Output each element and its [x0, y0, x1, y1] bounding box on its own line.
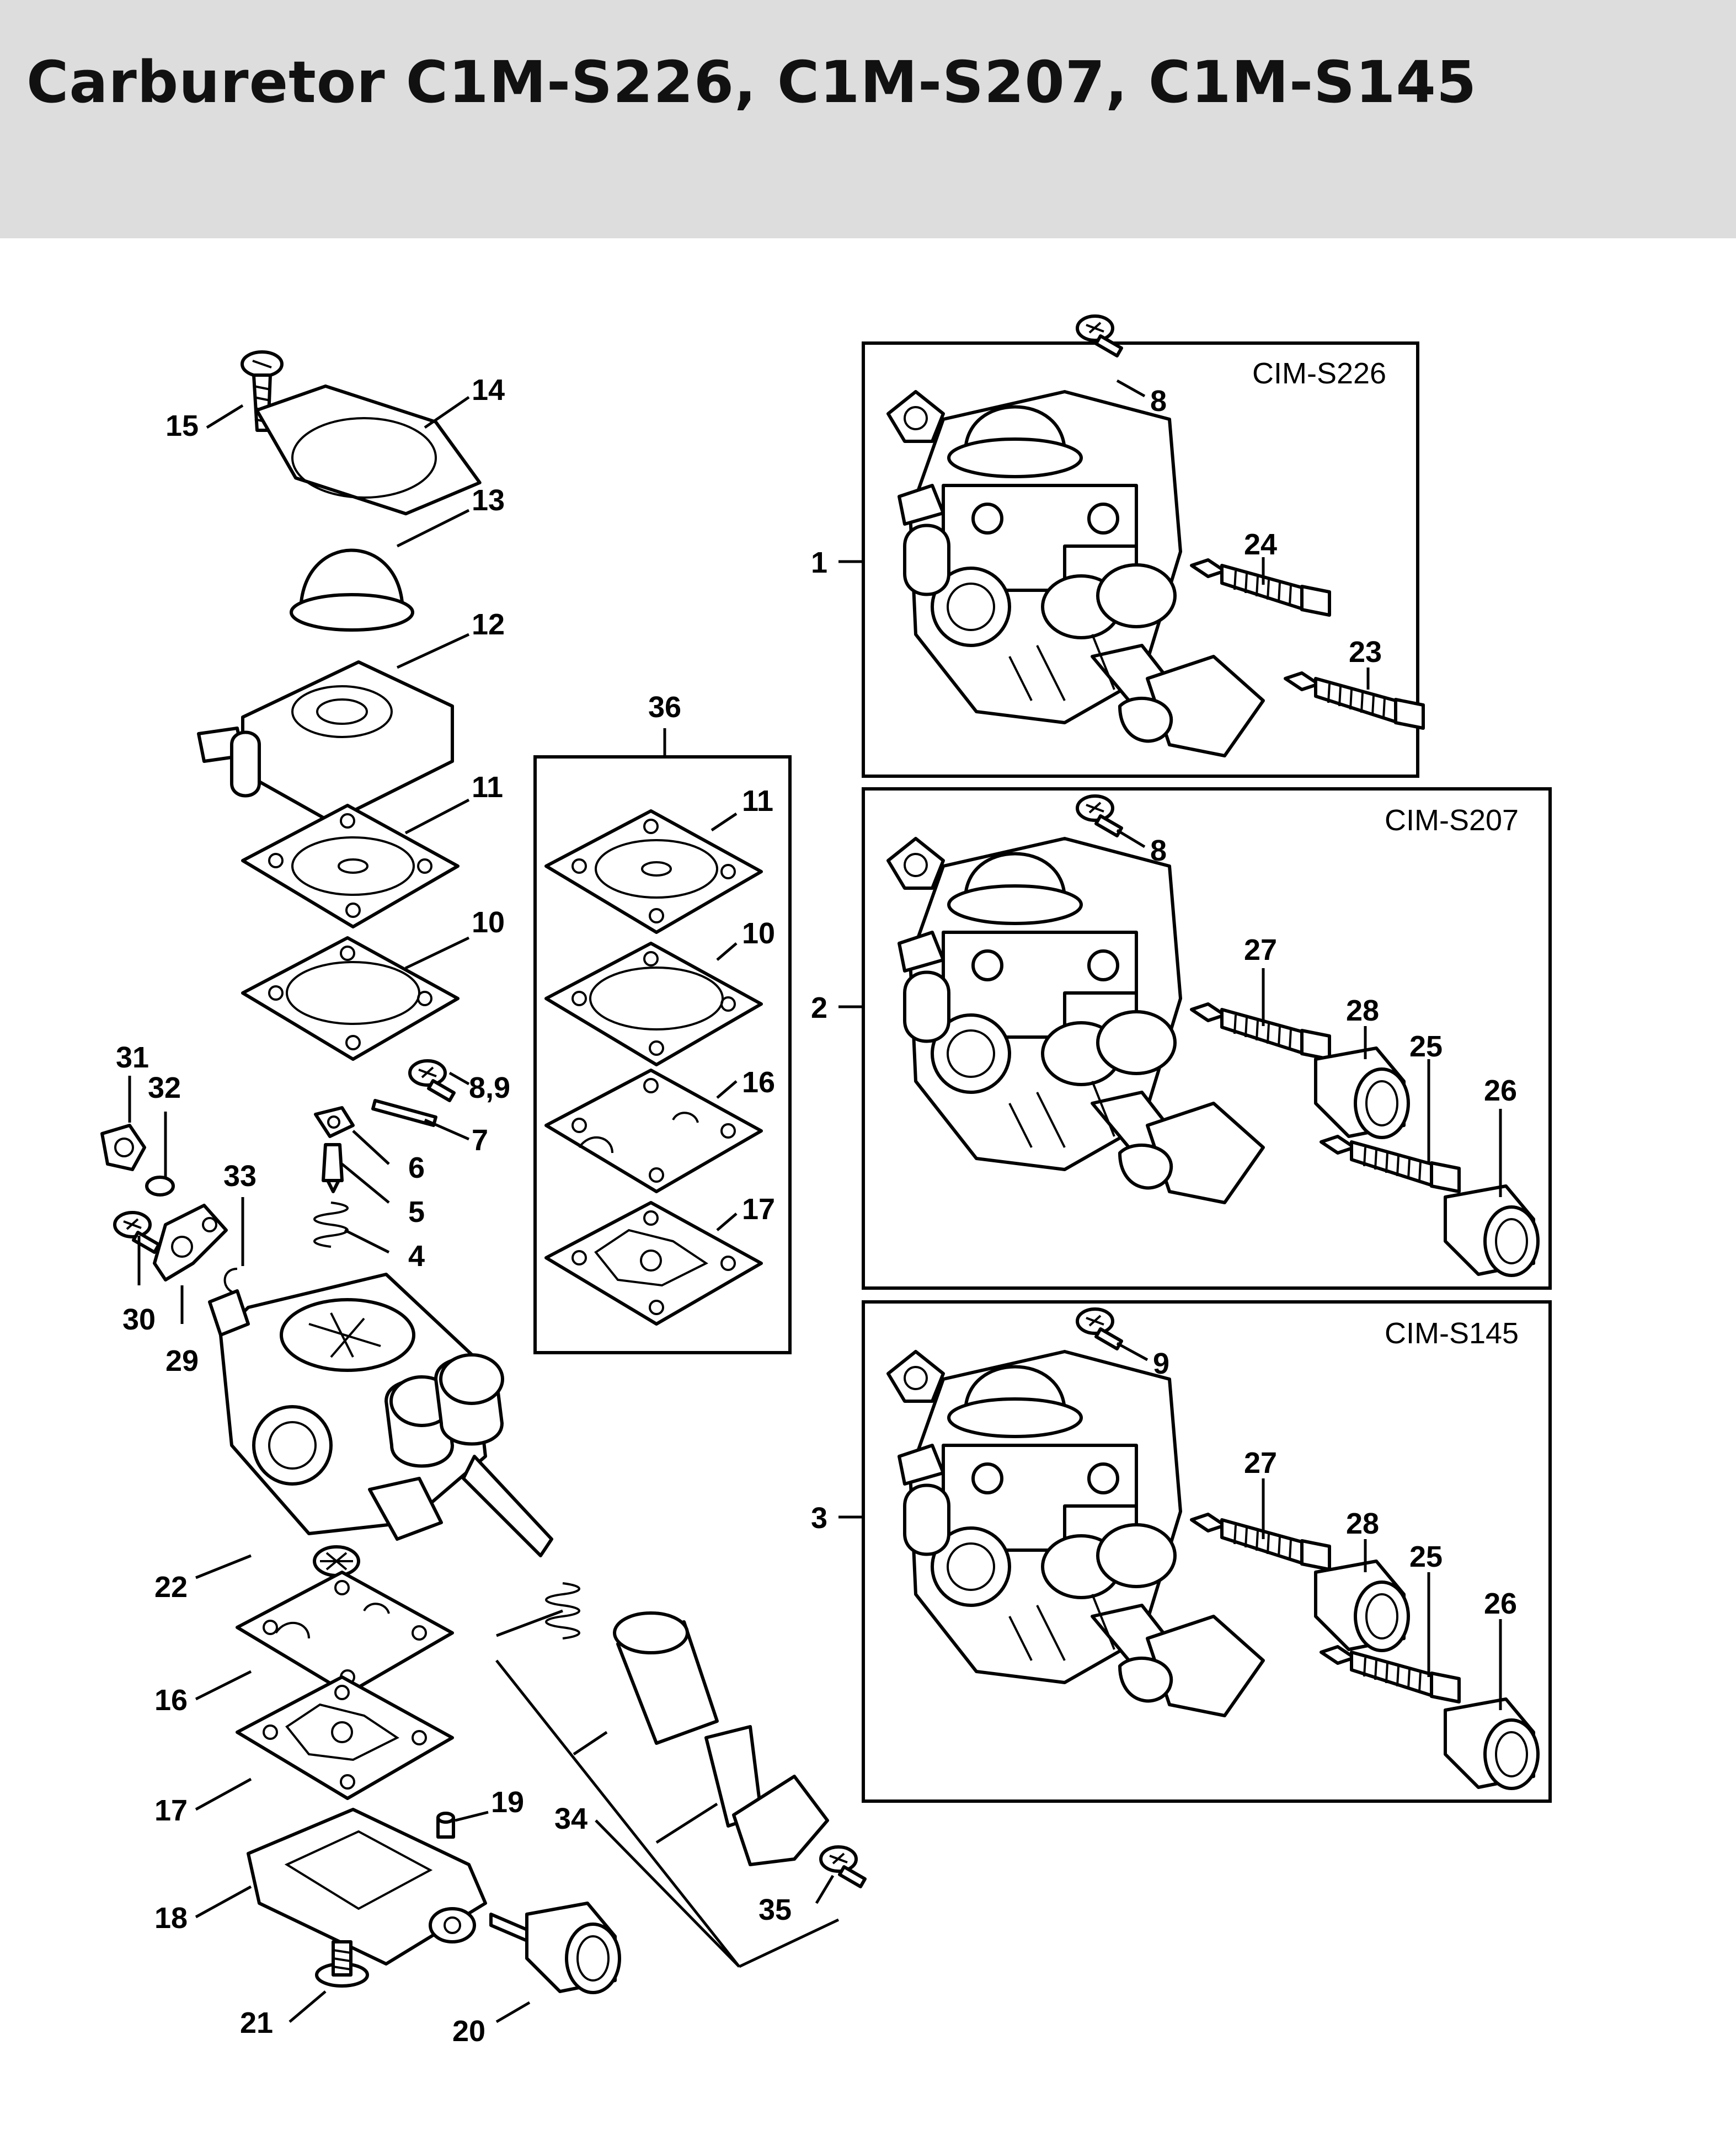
callout-8-9: 8,9: [469, 1071, 510, 1104]
variant-callout-3: 3: [811, 1502, 827, 1535]
variant-3-callout-28: 28: [1346, 1507, 1379, 1540]
kit-callout-11: 11: [742, 784, 773, 818]
part-20-adjusting-screw-cap: [489, 1903, 619, 1993]
variant-3-cap-26: [1445, 1699, 1538, 1788]
kit-callout: 36: [648, 691, 681, 724]
callout-14: 14: [472, 373, 505, 407]
variant-3-screw-25: [1321, 1647, 1459, 1702]
variant-box-2: CIM-S207 2 8 27 28 25 26: [811, 787, 1552, 1290]
callout-19: 19: [491, 1786, 524, 1819]
kit-part-11: [546, 811, 761, 932]
part-12-pump-housing: [197, 660, 454, 824]
callout-34: 34: [554, 1802, 587, 1835]
variant-box-1: CIM-S226 1 8 24 23: [811, 316, 1423, 778]
variant-2-screw-25: [1321, 1136, 1459, 1192]
part-8-9-screw: [410, 1061, 454, 1101]
variant-2-callout-28: 28: [1346, 994, 1379, 1027]
part-34-shaft-assembly: [545, 1582, 829, 1866]
left-leader-lines: [128, 396, 840, 2023]
part-18-metering-cover: [247, 1808, 487, 1966]
variant-callout-1: 1: [811, 546, 827, 579]
part-16-metering-diaphragm: [237, 1572, 452, 1694]
callout-35: 35: [759, 1893, 792, 1926]
callout-10: 10: [472, 906, 505, 939]
kit-callout-16: 16: [742, 1066, 775, 1099]
variant-1-callout-23: 23: [1349, 636, 1382, 669]
callout-20: 20: [452, 2015, 485, 2048]
variant-1-screw-8: [1077, 316, 1121, 356]
variant-2-callout-8: 8: [1150, 834, 1167, 867]
part-7-pin: [371, 1099, 437, 1127]
callout-33: 33: [223, 1160, 257, 1193]
kit-part-17: [546, 1203, 761, 1324]
callout-4: 4: [408, 1240, 425, 1273]
title-banner: Carburetor C1M-S226, C1M-S207, C1M-S145: [0, 0, 1736, 238]
callout-12: 12: [472, 608, 505, 641]
part-21-screw: [315, 1940, 369, 1988]
variant-3-callout-26: 26: [1484, 1587, 1517, 1620]
callout-7: 7: [472, 1124, 488, 1157]
callout-6: 6: [408, 1151, 425, 1184]
variant-2-screw-27: [1192, 1004, 1329, 1059]
variant-3-callout-25: 25: [1409, 1540, 1443, 1573]
part-13-primer-bulb: [290, 548, 414, 632]
variant-3-screw-27: [1192, 1514, 1329, 1569]
part-10-gasket: [243, 938, 458, 1059]
variant-3-carburetor: [888, 1352, 1263, 1716]
variant-2-screw-8: [1077, 796, 1121, 836]
part-30-screw: [115, 1213, 159, 1252]
kit-callout-10: 10: [742, 917, 775, 950]
variant-1-screw-23: [1285, 673, 1423, 728]
kit-36-box: 36 11 10 16 17: [533, 691, 792, 1354]
part-11-pump-diaphragm: [243, 805, 458, 927]
callout-29: 29: [165, 1344, 199, 1377]
part-29-throttle-lever: [153, 1204, 228, 1281]
callout-22: 22: [154, 1571, 188, 1604]
part-4-spring: [313, 1202, 349, 1248]
variant-2-callout-26: 26: [1484, 1074, 1517, 1107]
part-31-fitting: [100, 1124, 146, 1171]
callout-17: 17: [154, 1794, 188, 1827]
callout-11: 11: [472, 771, 503, 804]
callout-18: 18: [154, 1902, 188, 1935]
part-22-filter-screen: [313, 1545, 360, 1577]
kit-callout-17: 17: [742, 1193, 775, 1226]
callout-16: 16: [154, 1684, 188, 1717]
variant-1-callout-8: 8: [1150, 385, 1167, 418]
part-32-washer: [145, 1176, 175, 1197]
variant-3-callout-9: 9: [1153, 1347, 1169, 1380]
variant-box-3: CIM-S145 3 9 27 28 25 26: [811, 1300, 1552, 1803]
variant-callout-2: 2: [811, 991, 827, 1024]
variant-2-cap-26: [1445, 1186, 1538, 1275]
part-14-cover-plate: [255, 384, 482, 516]
page-title: Carburetor C1M-S226, C1M-S207, C1M-S145: [26, 49, 1477, 116]
part-6-lever: [314, 1106, 355, 1138]
main-carburetor-body: [208, 1273, 553, 1557]
callout-32: 32: [148, 1071, 181, 1104]
part-35-screw: [821, 1847, 865, 1887]
callout-21: 21: [240, 2006, 273, 2039]
part-17-gasket: [237, 1677, 452, 1798]
callout-5: 5: [408, 1195, 425, 1229]
variant-model-1: CIM-S226: [1252, 357, 1386, 390]
variant-model-2: CIM-S207: [1385, 804, 1519, 837]
variant-2-cap-28: [1316, 1048, 1408, 1138]
variant-1-callout-24: 24: [1244, 528, 1277, 561]
variant-1-screw-24: [1192, 560, 1329, 615]
part-5-inlet-needle: [322, 1143, 344, 1193]
callout-31: 31: [116, 1041, 149, 1074]
variant-3-screw-9: [1077, 1309, 1121, 1349]
variant-3-cap-28: [1316, 1561, 1408, 1651]
kit-part-16: [546, 1070, 761, 1192]
variant-2-callout-25: 25: [1409, 1030, 1443, 1063]
callout-15: 15: [165, 409, 199, 442]
variant-model-3: CIM-S145: [1385, 1317, 1519, 1350]
kit-part-10: [546, 943, 761, 1065]
part-19-plug: [436, 1812, 455, 1839]
callout-13: 13: [472, 484, 505, 517]
variant-2-callout-27: 27: [1244, 933, 1277, 966]
variant-3-callout-27: 27: [1244, 1446, 1277, 1480]
callout-30: 30: [122, 1303, 156, 1336]
